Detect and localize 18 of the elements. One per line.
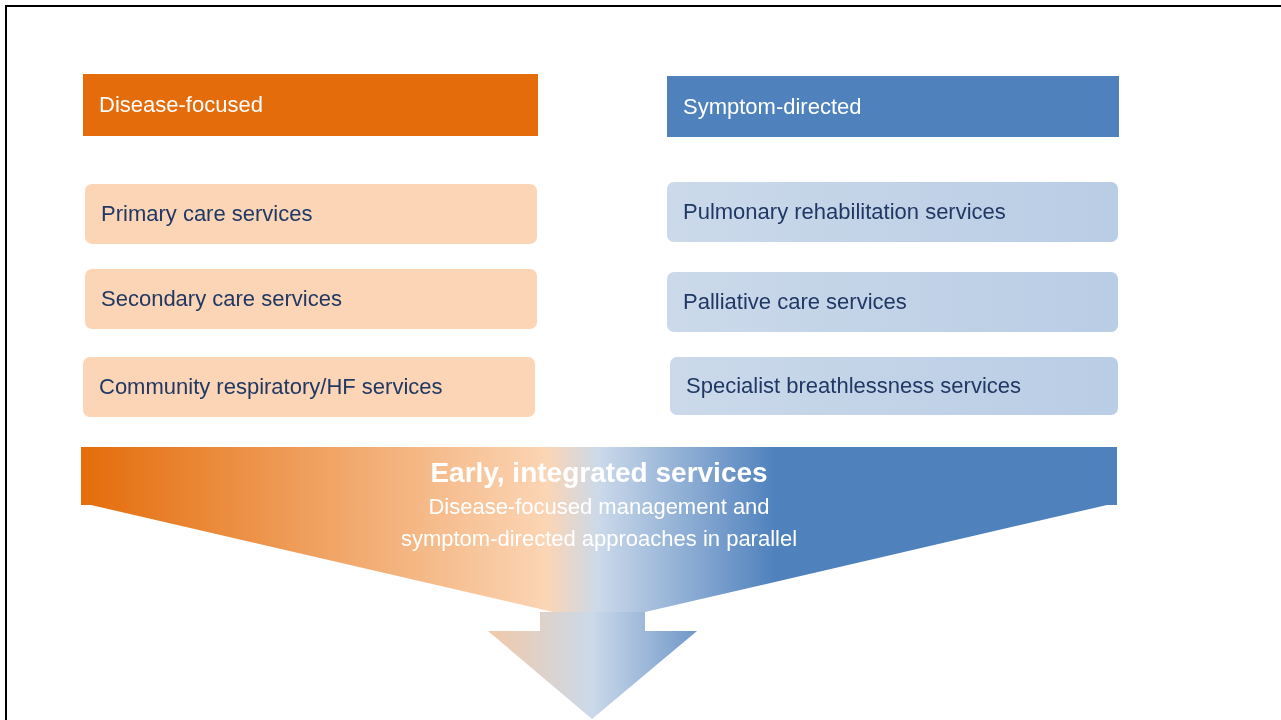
service-label: Primary care services [101,201,313,227]
service-label: Specialist breathlessness services [686,373,1022,399]
service-box [667,272,1118,332]
service-box [83,357,535,417]
column-header [667,76,1119,137]
service-box [667,182,1118,242]
column-header [83,74,538,136]
service-box [670,357,1118,415]
service-box [85,269,537,329]
banner-title: Early, integrated services [430,457,768,489]
service-label: Palliative care services [683,289,907,315]
service-label: Community respiratory/HF services [99,374,443,400]
service-label: Pulmonary rehabilitation services [683,199,1006,225]
header-text: Symptom-directed [683,93,862,120]
service-label: Secondary care services [101,286,342,312]
funnel-banner [81,447,1117,612]
header-text: Disease-focused [99,92,263,118]
service-box [85,184,537,244]
